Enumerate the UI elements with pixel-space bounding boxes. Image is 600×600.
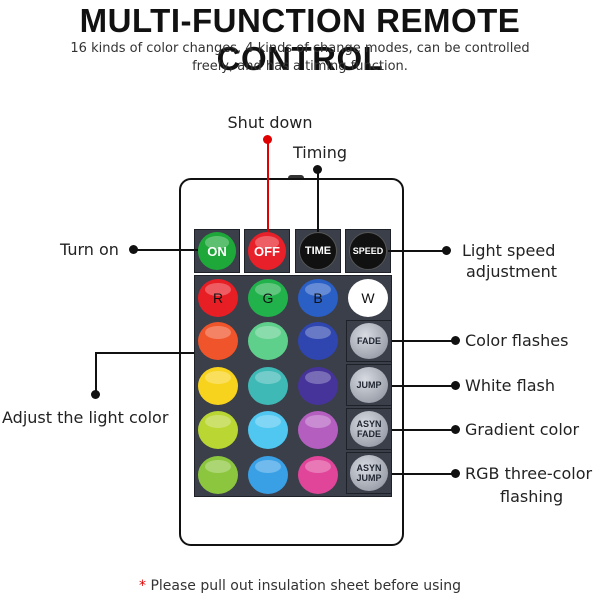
color-button-r3-c3[interactable] [298, 411, 338, 449]
on-button[interactable]: ON [198, 232, 236, 270]
page-title: MULTI-FUNCTION REMOTE CONTROL [79, 2, 521, 77]
color-button-r3-c2[interactable] [248, 411, 288, 449]
subtitle-line-2: freely, and has a timing function. [192, 59, 408, 74]
color-flashes-dot [451, 336, 460, 345]
off-button-label: OFF [254, 243, 280, 259]
subtitle: 16 kinds of color changes, 4 kinds of ch… [40, 40, 560, 76]
white-flash-dot [451, 381, 460, 390]
rgb-flashing-label-2: flashing [500, 487, 564, 506]
timing-dot [313, 165, 322, 174]
turn-on-label: Turn on [60, 240, 119, 259]
gradient-color-dot [451, 425, 460, 434]
color-flashes-leader [392, 340, 454, 342]
adjust-color-leader-v [95, 352, 97, 392]
color-button-r4-c3[interactable] [298, 456, 338, 494]
red-button[interactable]: R [198, 279, 238, 317]
green-button[interactable]: G [248, 279, 288, 317]
adjust-color-leader-h [95, 352, 194, 354]
jump-button[interactable]: JUMP [350, 367, 388, 403]
rgb-flashing-leader [392, 473, 454, 475]
asyn-fade-button[interactable]: ASYN FADE [350, 411, 388, 447]
color-button-r2-c3[interactable] [298, 367, 338, 405]
color-button-r2-c2[interactable] [248, 367, 288, 405]
timing-leader [317, 170, 319, 232]
green-button-label: G [262, 290, 274, 306]
white-button[interactable]: W [348, 279, 388, 317]
gradient-color-leader [392, 429, 454, 431]
red-button-label: R [212, 290, 224, 306]
subtitle-line-1: 16 kinds of color changes, 4 kinds of ch… [70, 41, 530, 56]
on-button-label: ON [207, 243, 227, 259]
light-speed-label-2: adjustment [466, 262, 557, 281]
off-button[interactable]: OFF [248, 232, 286, 270]
color-button-r1-c3[interactable] [298, 322, 338, 360]
footnote: * Please pull out insulation sheet befor… [0, 578, 600, 594]
gradient-color-label: Gradient color [465, 420, 580, 439]
fade-button-label: FADE [356, 336, 381, 346]
speed-button[interactable]: SPEED [349, 232, 387, 270]
blue-button[interactable]: B [298, 279, 338, 317]
asyn-fade-label-1: ASYN [356, 419, 382, 429]
light-speed-label-1: Light speed [462, 241, 556, 260]
turn-on-dot [129, 245, 138, 254]
white-flash-label: White flash [465, 376, 555, 395]
light-speed-leader [388, 250, 443, 252]
timing-label: Timing [292, 143, 348, 162]
adjust-color-dot [91, 390, 100, 399]
shut-down-label: Shut down [227, 113, 313, 132]
turn-on-leader [134, 249, 198, 251]
color-button-r1-c2[interactable] [248, 322, 288, 360]
footnote-text: Please pull out insulation sheet before … [150, 578, 462, 594]
shut-down-leader [267, 140, 269, 232]
shut-down-dot [263, 135, 272, 144]
rgb-flashing-label-1: RGB three-color [465, 464, 593, 483]
asyn-jump-button[interactable]: ASYN JUMP [350, 455, 388, 491]
white-button-label: W [361, 290, 375, 306]
rgb-flashing-dot [451, 469, 460, 478]
color-button-r2-c1[interactable] [198, 367, 238, 405]
asyn-jump-label-2: JUMP [356, 473, 382, 483]
footnote-star: * [138, 578, 146, 594]
jump-button-label: JUMP [356, 380, 382, 390]
time-button[interactable]: TIME [299, 232, 337, 270]
color-flashes-label: Color flashes [465, 331, 569, 350]
speed-button-label: SPEED [352, 246, 384, 256]
color-button-r3-c1[interactable] [198, 411, 238, 449]
adjust-color-label: Adjust the light color [2, 408, 169, 427]
asyn-jump-label-1: ASYN [356, 463, 382, 473]
fade-button[interactable]: FADE [350, 323, 388, 359]
color-button-r4-c1[interactable] [198, 456, 238, 494]
color-button-r4-c2[interactable] [248, 456, 288, 494]
color-button-r1-c1[interactable] [198, 322, 238, 360]
time-button-label: TIME [304, 245, 332, 257]
blue-button-label: B [313, 290, 323, 306]
light-speed-dot [442, 246, 451, 255]
white-flash-leader [392, 385, 454, 387]
asyn-fade-label-2: FADE [356, 429, 381, 439]
